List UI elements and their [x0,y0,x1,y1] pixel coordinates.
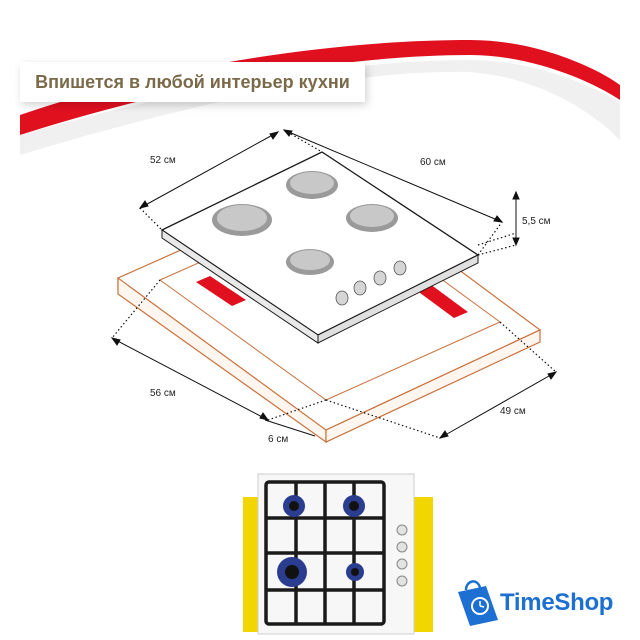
dim-cutout-depth: 49 см [500,406,526,417]
burner-icon [346,204,398,232]
dim-cutout-width: 56 см [150,388,176,399]
dim-width-top: 60 см [420,157,446,168]
dim-gap: 6 см [268,434,289,445]
burner-icon [346,563,364,581]
burner-icon [283,495,305,517]
knob-icon [353,280,367,296]
dim-depth-top: 52 см [150,155,176,166]
burner-icon [286,249,334,275]
dim-height: 5,5 см [522,216,551,227]
knob-icon [335,290,349,306]
dimension-lines [110,129,558,439]
burner-icon [212,204,272,236]
brand-name[interactable]: TimeShop [500,589,614,616]
product-photo [243,473,433,635]
knob-icon [393,260,407,276]
knob-icon [396,558,408,570]
hob-illustration [160,151,480,344]
banner-title: Впишется в любой интерьер кухни [35,71,350,92]
burner-icon [343,495,365,517]
banner: Впишется в любой интерьер кухни [20,62,365,102]
knob-icon [373,270,387,286]
knob-icon [396,541,408,553]
burner-icon [277,557,307,587]
burner-icon [286,171,338,199]
knob-icon [396,575,408,587]
dotted-guides [111,129,557,439]
shopping-bag-clock-icon [458,580,498,626]
knob-icon [396,524,408,536]
